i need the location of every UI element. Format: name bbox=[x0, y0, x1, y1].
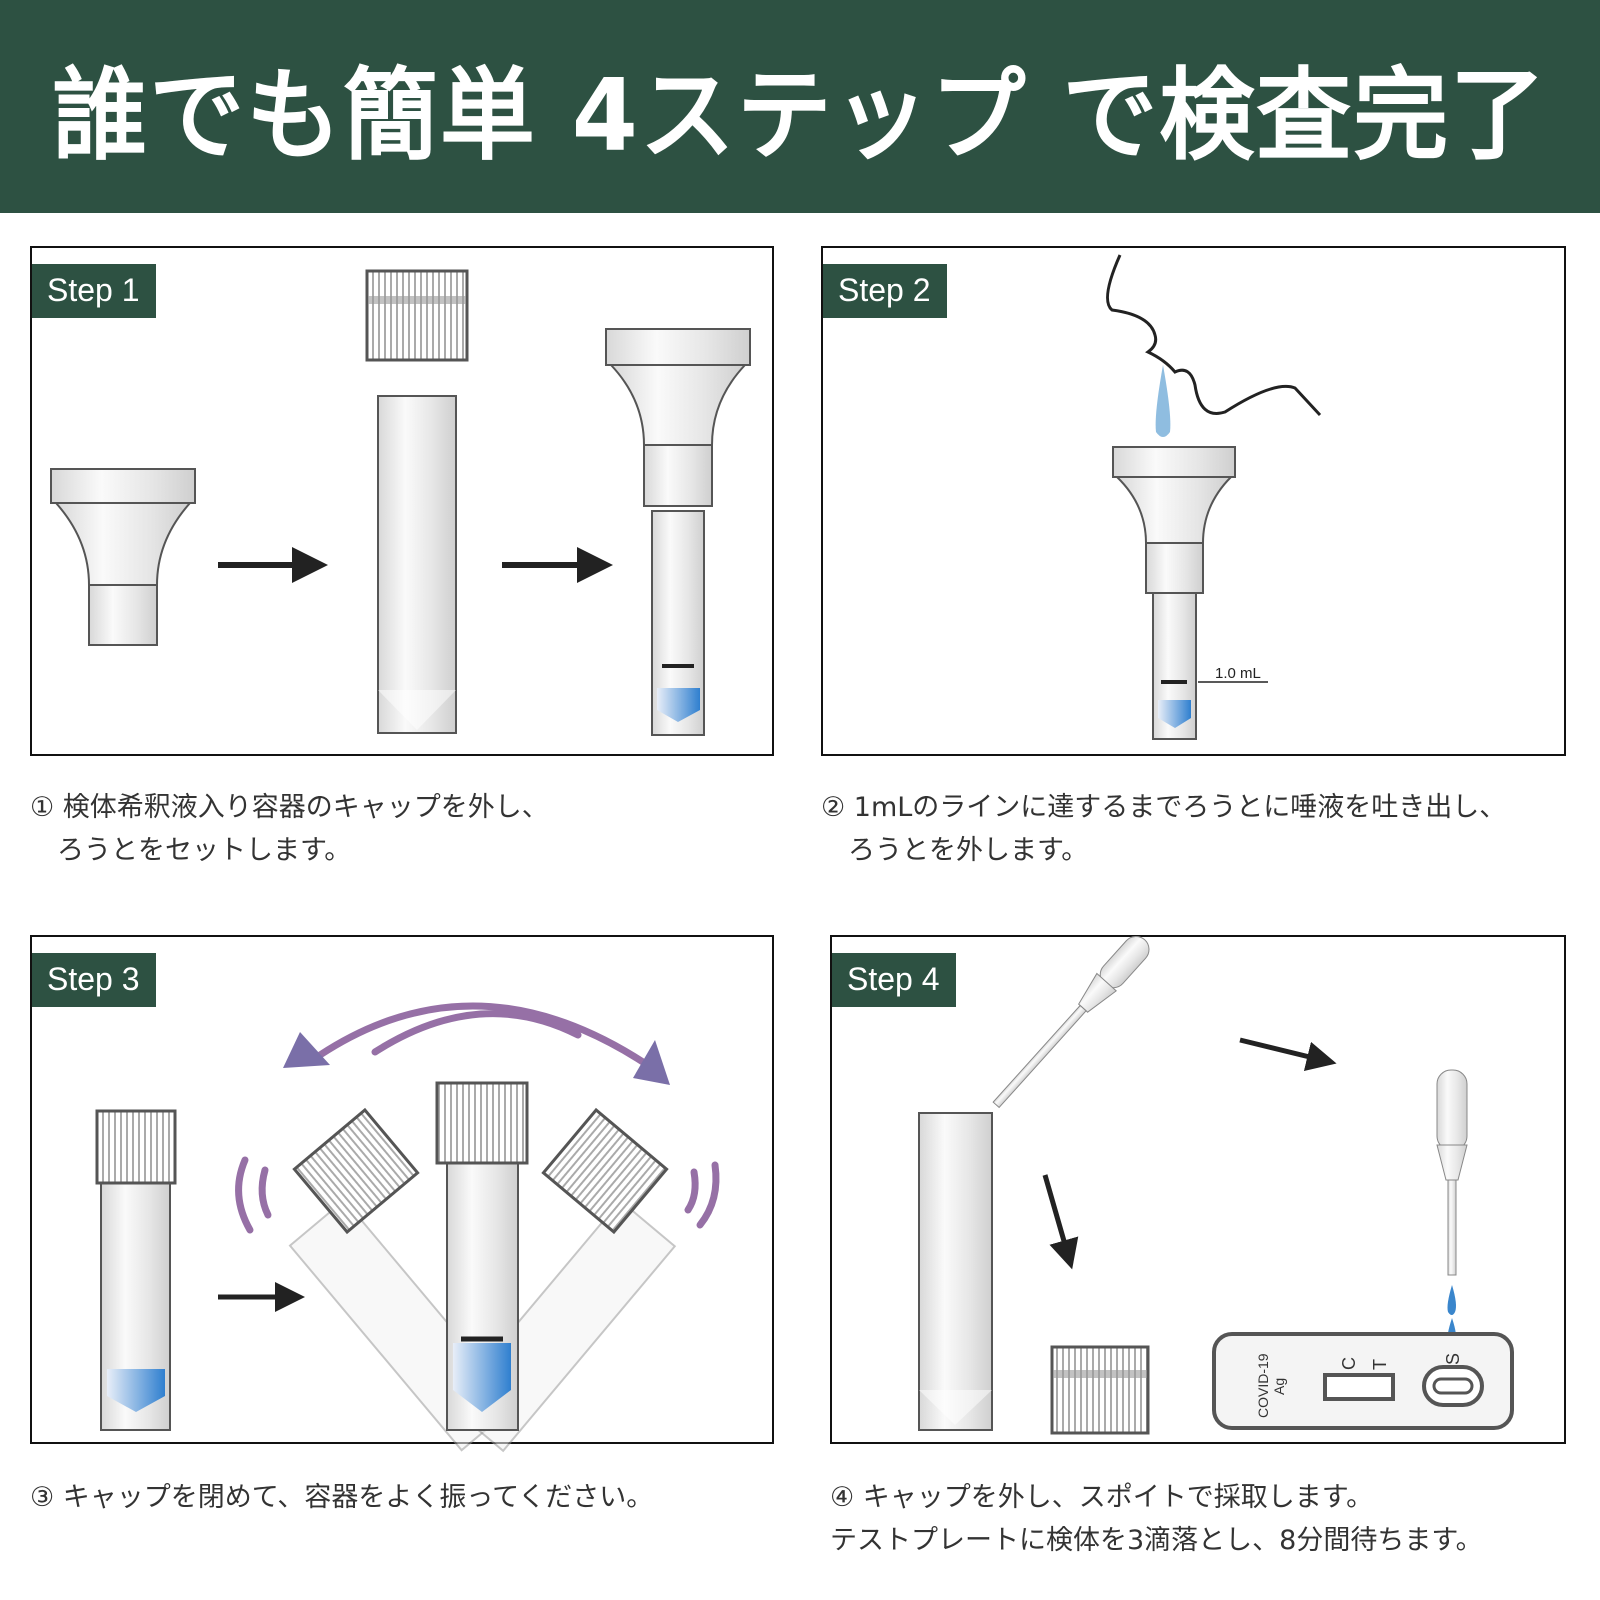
step-3-panel: Step 3 bbox=[30, 935, 774, 1444]
caption-line: ① 検体希釈液入り容器のキャップを外し、 bbox=[30, 792, 549, 823]
step-1-panel: Step 1 bbox=[30, 246, 774, 756]
step-1-badge: Step 1 bbox=[32, 264, 156, 318]
step-2-panel: Step 2 bbox=[821, 246, 1566, 756]
caption-line: ③ キャップを閉めて、容器をよく振ってください。 bbox=[30, 1482, 654, 1513]
step-4-panel: Step 4 bbox=[830, 935, 1566, 1444]
caption-line: ろうとを外します。 bbox=[821, 835, 1089, 866]
step-3-badge: Step 3 bbox=[32, 953, 156, 1007]
caption-line: ② 1mLのラインに達するまでろうとに唾液を吐き出し、 bbox=[821, 792, 1507, 823]
step-2-caption: ② 1mLのラインに達するまでろうとに唾液を吐き出し、 ろうとを外します。 bbox=[821, 786, 1506, 872]
page-title: 誰でも簡単 4ステップ で検査完了 bbox=[52, 57, 1548, 174]
step-3-caption: ③ キャップを閉めて、容器をよく振ってください。 bbox=[30, 1476, 653, 1519]
step-1-caption: ① 検体希釈液入り容器のキャップを外し、 ろうとをセットします。 bbox=[30, 786, 549, 872]
step-4-badge: Step 4 bbox=[832, 953, 956, 1007]
caption-line: ④ キャップを外し、スポイトで採取します。 bbox=[830, 1482, 1374, 1513]
caption-line: ろうとをセットします。 bbox=[30, 835, 352, 866]
step-2-badge: Step 2 bbox=[823, 264, 947, 318]
title-banner: 誰でも簡単 4ステップ で検査完了 bbox=[0, 0, 1600, 213]
step-4-caption: ④ キャップを外し、スポイトで採取します。 テストプレートに検体を3滴落とし、8… bbox=[830, 1476, 1483, 1562]
caption-line: テストプレートに検体を3滴落とし、8分間待ちます。 bbox=[830, 1525, 1483, 1556]
